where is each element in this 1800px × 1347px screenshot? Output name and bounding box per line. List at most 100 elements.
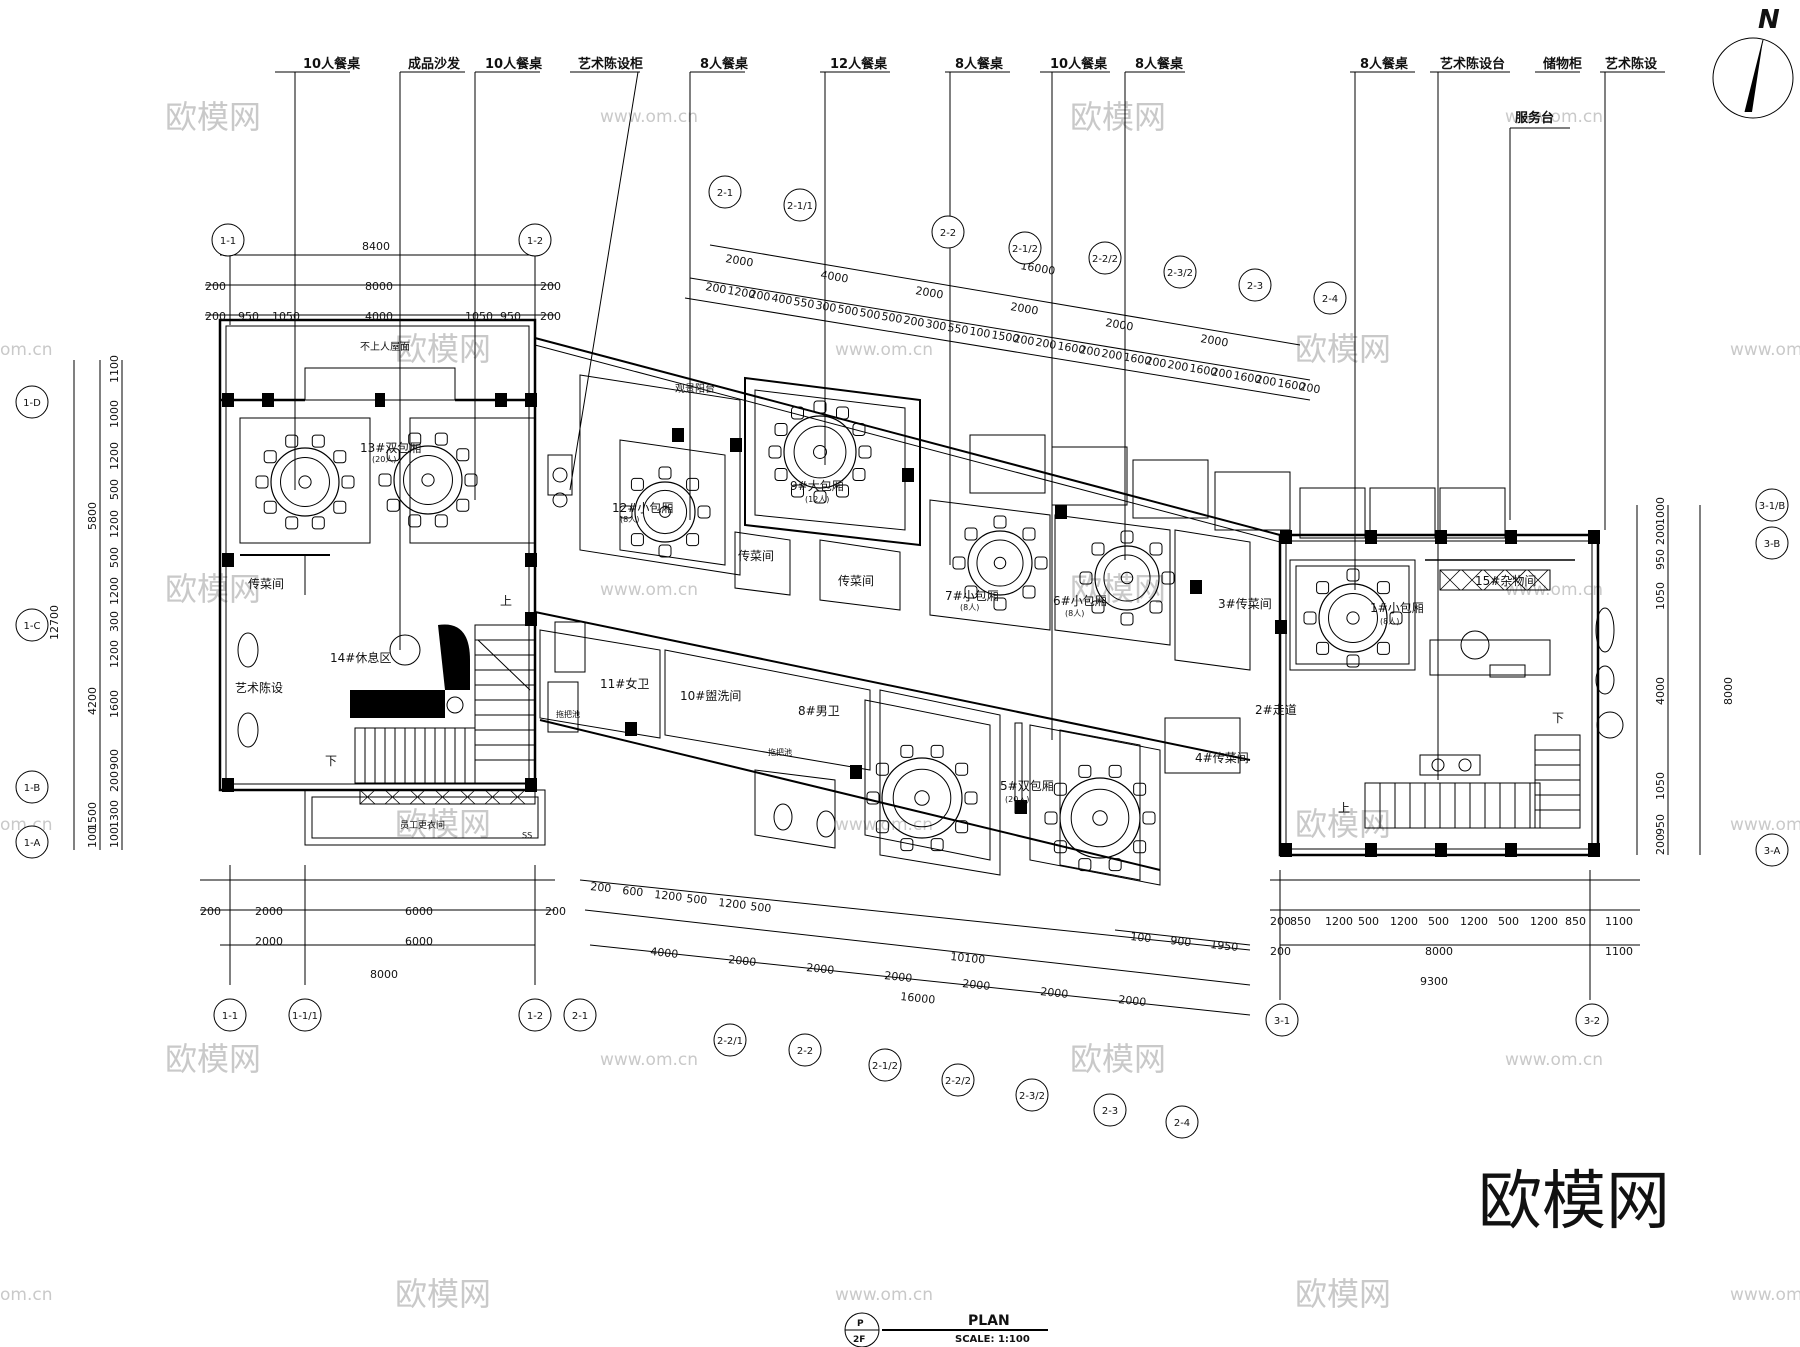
dim-diagonal: 1500 (990, 328, 1020, 345)
dim-left-bottom: 6000 (405, 905, 433, 918)
chair (791, 484, 804, 498)
label-10-seat-table: 10人餐桌 (485, 56, 543, 72)
room-staff-locker: 员工更衣间 (400, 819, 445, 831)
left-stair (354, 624, 536, 784)
room-15-storage: 15#杂物间 (1475, 574, 1536, 588)
right-dim-labels: 8000 1000 200 950 1050 4000 1050 950 200… (1270, 497, 1735, 988)
stair-down-label: 下 (1552, 711, 1564, 725)
watermark-site: www.om.cn (835, 340, 933, 360)
chair (1108, 764, 1122, 778)
label-service-counter: 服务台 (1515, 110, 1554, 126)
grid-axis-label: 2-4 (1174, 1118, 1190, 1129)
dim-diagonal: 200 (1166, 358, 1189, 374)
top-callouts (275, 71, 1665, 780)
grid-axis-label: 1-1 (220, 236, 236, 247)
chair (993, 515, 1007, 529)
dim-diagonal: 2000 (914, 284, 944, 301)
dim-left-inner: 1200 (108, 640, 121, 668)
dim-diagonal: 2000 (806, 961, 835, 977)
stair-up-label: 上 (500, 594, 512, 608)
chair (285, 516, 299, 530)
dim-left-inner: 100 (108, 827, 121, 848)
grid-axis-bubble: 2-3 (1238, 268, 1272, 302)
art-piece (237, 712, 259, 748)
watermark-brand: 欧模网 (1070, 98, 1166, 136)
grid-axis-bubble: 3-2 (1575, 1003, 1609, 1037)
room-2-corridor: 2#走道 (1255, 703, 1297, 717)
chair (456, 448, 470, 462)
chair (386, 448, 400, 462)
plan-scale: SCALE: 1:100 (955, 1334, 1030, 1345)
grid-axis-bubble: 1-D (15, 385, 49, 419)
label-8-seat-table: 8人餐桌 (1135, 56, 1184, 72)
dim-right-bottom: 1100 (1605, 915, 1633, 928)
dim-diagonal: 500 (880, 310, 903, 326)
chair (1149, 542, 1163, 556)
watermark-brand: 欧模网 (165, 1040, 261, 1078)
lounge-sofa (350, 690, 445, 718)
room-9-large: 9#大包厢 (790, 479, 844, 493)
dim-right-inner: 1000 (1654, 497, 1667, 525)
dim-diagonal: 1950 (1210, 938, 1239, 954)
watermark-brand: 欧模网 (395, 805, 491, 843)
dim-diagonal: 200 (590, 880, 612, 895)
grid-axis-bubble: 3-A (1755, 833, 1789, 867)
right-block-walls (1278, 487, 1624, 857)
label-8-seat-table: 8人餐桌 (700, 56, 749, 72)
dim-diagonal: 2000 (884, 969, 913, 985)
dim-diagonal: 1200 (654, 888, 683, 904)
label-sofa: 成品沙发 (408, 56, 461, 72)
grid-axis-bubble: 2-1/2 (868, 1048, 902, 1082)
chair (434, 514, 448, 528)
dim-diagonal: 100 (968, 325, 991, 341)
dim-diagonal: 550 (946, 321, 969, 337)
chair (1346, 568, 1360, 582)
dim-left-bottom: 2000 (255, 905, 283, 918)
grid-axis-label: 3-B (1764, 539, 1781, 550)
dim-right-bottom: 1200 (1390, 915, 1418, 928)
dim-right-bottom: 850 (1290, 915, 1311, 928)
grid-axis-bubble: 2-1 (708, 175, 742, 209)
dim-left-top-seg: 950 (500, 310, 521, 323)
dim-diagonal: 300 (924, 317, 947, 333)
grid-axis-bubble: 3-B (1755, 526, 1789, 560)
dim-diagonal: 900 (1170, 934, 1192, 949)
watermark-brand: 欧模网 (1295, 330, 1391, 368)
chair (1303, 611, 1317, 625)
dim-left-top-seg: 200 (540, 310, 561, 323)
dim-left-mid: 5800 (86, 502, 99, 530)
chair (255, 475, 269, 489)
dim-diagonal: 400 (770, 291, 793, 307)
grid-axis-bubble: 1-1/1 (288, 998, 322, 1032)
dim-left-inner: 1200 (108, 577, 121, 605)
grid-axis-label: 3-2 (1584, 1016, 1600, 1027)
chair (768, 445, 782, 459)
grid-axis-label: 2-1/2 (1012, 244, 1038, 255)
chair (333, 500, 347, 514)
grid-axis-bubble: 1-2 (518, 223, 552, 257)
dim-left-bottom: 200 (200, 905, 221, 918)
compass-north-label: N (1758, 5, 1780, 35)
dim-diagonal: 4000 (650, 945, 679, 961)
dim-diagonal: 200 (748, 288, 771, 304)
dim-right-outer: 8000 (1722, 677, 1735, 705)
chair (456, 498, 470, 512)
dim-diagonal: 2000 (1104, 316, 1134, 333)
dim-right-bottom: 1200 (1325, 915, 1353, 928)
watermark-site: www.om.cn (835, 815, 933, 835)
grid-axis-bubble: 3-1/B (1755, 488, 1789, 522)
chair (1376, 581, 1390, 595)
chair (434, 432, 448, 446)
chair (1022, 527, 1036, 541)
grid-axis-label: 1-1 (222, 1011, 238, 1022)
dim-left-inner: 900 (108, 749, 121, 770)
dim-diagonal: 500 (836, 302, 859, 318)
chair (1091, 542, 1105, 556)
dim-left-bottom: 2000 (255, 935, 283, 948)
dim-left-bottom: 200 (545, 905, 566, 918)
dim-right-bottom: 8000 (1425, 945, 1453, 958)
label-storage-cabinet: 储物柜 (1542, 56, 1582, 72)
dim-right-inner: 950 (1654, 814, 1667, 835)
